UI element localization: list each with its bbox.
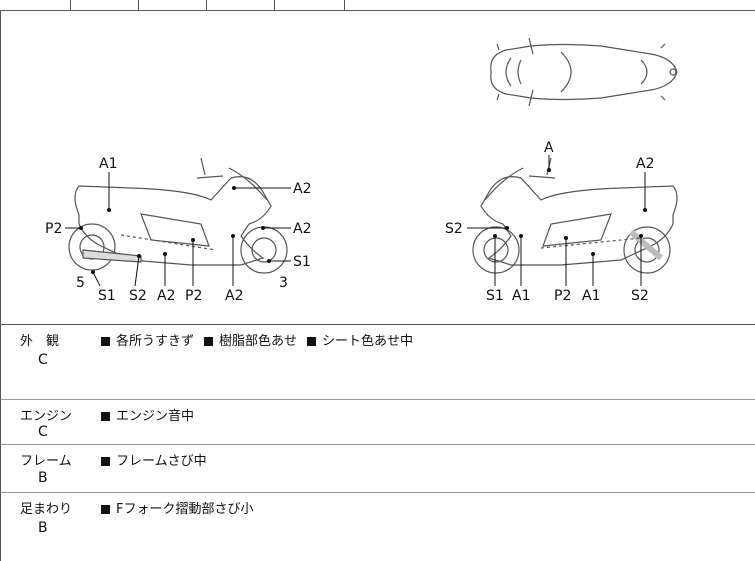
condition-grade: B [38, 520, 48, 536]
header-cell [0, 0, 71, 10]
label-bottom-left: A2 [225, 288, 243, 304]
label-bottom-left: A2 [157, 288, 175, 304]
condition-note: Fフォーク摺動部さび小 [116, 502, 254, 517]
condition-row-exterior: 外 観 C 各所うすきず 樹脂部色あせ シート色あせ中 [0, 325, 755, 400]
header-cell [0, 0, 345, 10]
label-num-3: 3 [279, 275, 288, 291]
label-a1-top: A1 [99, 156, 117, 172]
bullet-square-icon [101, 456, 110, 466]
label-bottom-right: P2 [554, 288, 571, 304]
header-cell [0, 0, 275, 10]
header-cell [0, 0, 207, 10]
condition-grade: B [38, 470, 48, 486]
condition-notes: Fフォーク摺動部さび小 [101, 498, 253, 517]
condition-row-frame: フレーム B フレームさび中 [0, 445, 755, 493]
label-bottom-left: S1 [98, 288, 116, 304]
bullet-square-icon [204, 336, 214, 346]
condition-note: シート色あせ中 [322, 334, 414, 349]
bullet-square-icon [101, 336, 110, 346]
label-a2-upper: A2 [293, 181, 311, 197]
bullet-square-icon [101, 411, 110, 421]
damage-diagram: A1 P2 A2 A2 S1 5 3 S1 S2 A2 P2 A2 A A2 S… [0, 10, 755, 325]
condition-category: エンジン [20, 409, 73, 424]
label-a2-front: A2 [293, 221, 311, 237]
condition-note: フレームさび中 [116, 454, 207, 469]
condition-note: エンジン音中 [116, 409, 195, 424]
label-s2-left: S2 [445, 221, 463, 237]
scooter-right-view [472, 157, 678, 274]
label-a2-top: A2 [636, 156, 654, 172]
label-s1-right: S1 [293, 254, 311, 270]
label-p2-rear: P2 [45, 221, 62, 237]
condition-category: 外 観 [20, 334, 60, 349]
condition-category: 足まわり [20, 502, 73, 517]
condition-notes: エンジン音中 [101, 405, 194, 424]
label-num-5: 5 [76, 275, 85, 291]
condition-category: フレーム [20, 454, 72, 469]
leader-lines [65, 155, 647, 287]
condition-row-engine: エンジン C エンジン音中 [0, 400, 755, 445]
condition-grade: C [38, 352, 48, 368]
condition-row-suspension: 足まわり B Fフォーク摺動部さび小 [0, 493, 755, 561]
header-table-strip [0, 0, 755, 11]
label-bottom-left: P2 [185, 288, 202, 304]
condition-note: 樹脂部色あせ [219, 334, 298, 349]
label-a-top: A [544, 140, 554, 156]
label-bottom-right: S2 [631, 288, 649, 304]
label-bottom-left: S2 [129, 288, 147, 304]
condition-notes: フレームさび中 [101, 450, 207, 469]
label-bottom-right: A1 [512, 288, 530, 304]
bullet-square-icon [307, 336, 317, 346]
header-cell [0, 0, 139, 10]
scooter-diagram-svg: A1 P2 A2 A2 S1 5 3 S1 S2 A2 P2 A2 A A2 S… [45, 37, 678, 304]
bullet-square-icon [101, 504, 110, 514]
condition-grade: C [38, 424, 48, 440]
label-bottom-right: A1 [582, 288, 600, 304]
scooter-left-view [68, 157, 288, 274]
condition-notes: 各所うすきず 樹脂部色あせ シート色あせ中 [101, 330, 413, 349]
scooter-top-view [490, 37, 678, 107]
label-bottom-right: S1 [486, 288, 504, 304]
condition-note: 各所うすきず [116, 334, 195, 349]
